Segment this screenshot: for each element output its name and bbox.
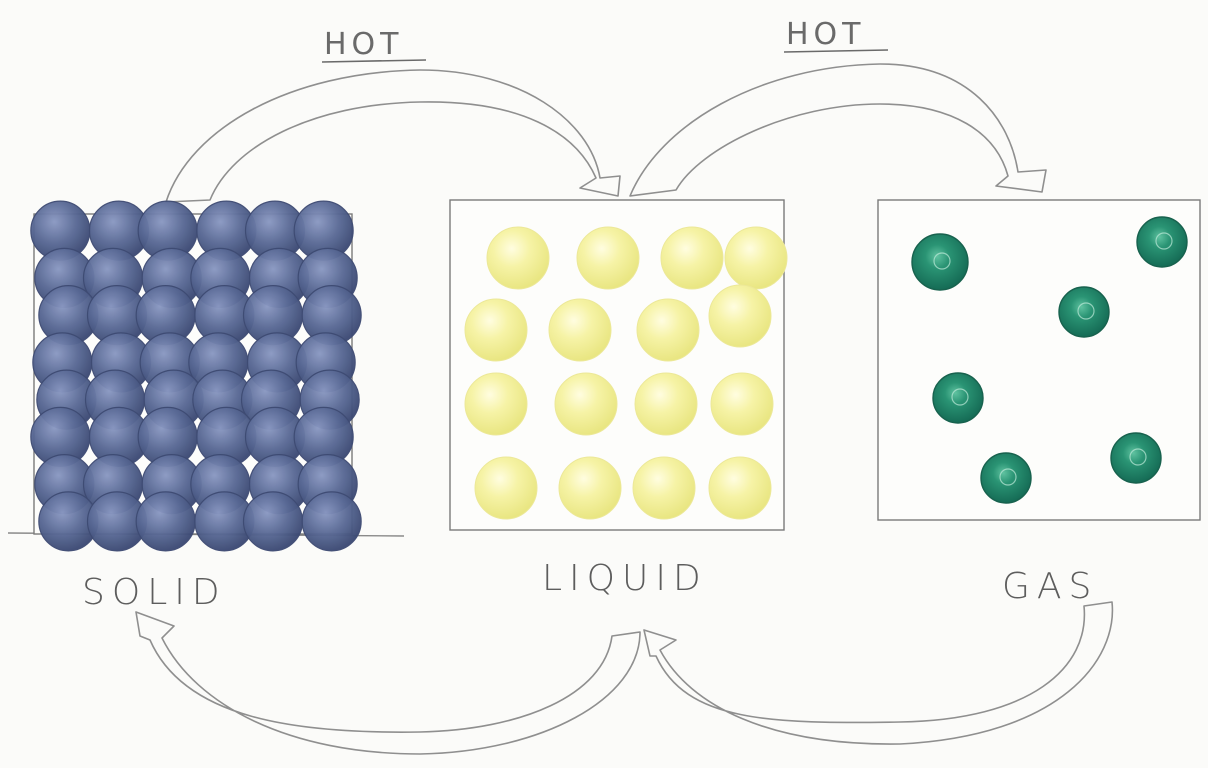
liquid-particle [710, 372, 774, 436]
gas-particle-swirl [933, 252, 951, 270]
gas-particle [1058, 286, 1110, 338]
gas-particle-swirl [1129, 448, 1147, 466]
gas-particle-swirl [951, 388, 969, 406]
liquid-particle [660, 226, 724, 290]
gas-particle-swirl [999, 468, 1017, 486]
liquid-particle [548, 298, 612, 362]
hot-label-left: HOT [324, 27, 404, 62]
liquid-particle [632, 456, 696, 520]
hot-label-right: HOT [786, 17, 866, 52]
gas-particle [1136, 216, 1188, 268]
gas-label: GAS [1002, 566, 1098, 607]
liquid-particle [634, 372, 698, 436]
liquid-particle [486, 226, 550, 290]
solid-particle [242, 491, 304, 552]
liquid-particle [636, 298, 700, 362]
liquid-particle [554, 372, 618, 436]
gas-particle [911, 233, 969, 291]
solid-particle [301, 491, 362, 552]
solid-particle [135, 491, 196, 552]
liquid-particle [558, 456, 622, 520]
liquid-particle [464, 298, 528, 362]
cool-arrow-gas-to-liquid [643, 601, 1114, 745]
gas-particle-swirl [1155, 232, 1173, 250]
hot-underline-left [321, 59, 427, 63]
heat-arrow-liquid-to-gas [629, 63, 1047, 197]
solid-label: SOLID [82, 572, 227, 613]
liquid-particle [474, 456, 538, 520]
hot-underline-right [783, 49, 889, 53]
gas-particle-swirl [1077, 302, 1095, 320]
liquid-label: LIQUID [542, 558, 708, 599]
gas-particle [980, 452, 1032, 504]
gas-particle [932, 372, 984, 424]
cool-arrow-liquid-to-solid [135, 611, 641, 755]
liquid-particle [576, 226, 640, 290]
gas-particles [911, 216, 1188, 504]
liquid-particle [464, 372, 528, 436]
heat-arrow-solid-to-liquid [165, 69, 621, 203]
liquid-particle [708, 284, 772, 348]
gas-particle [1110, 432, 1162, 484]
liquid-particle [724, 226, 788, 290]
liquid-particle [708, 456, 772, 520]
solid-particles [30, 200, 362, 552]
liquid-particles [464, 226, 788, 520]
